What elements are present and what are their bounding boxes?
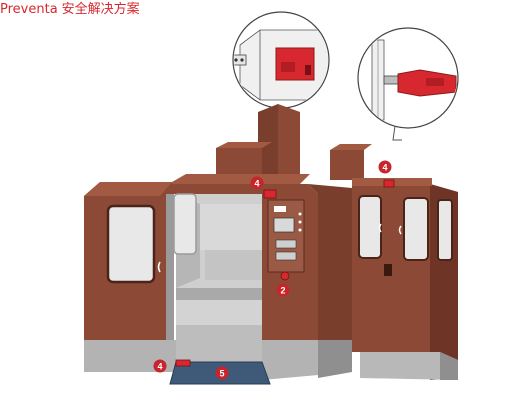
callout-emergency-stop: 2 <box>276 283 290 297</box>
title-subtitle: 安全解决方案 <box>61 2 140 17</box>
right-machine <box>352 178 458 380</box>
brand-name: Preventa <box>0 2 58 17</box>
callout-safety-mat: 5 <box>215 366 229 380</box>
callout-right-door-interlock: 4 <box>378 160 392 174</box>
callout-upper-door-interlock: 4 <box>250 176 264 190</box>
callout-number: 4 <box>157 362 162 372</box>
callout-number: 4 <box>254 179 259 189</box>
detail-inset-upper-interlock <box>232 11 330 109</box>
machine-tower <box>216 104 372 190</box>
callout-number: 2 <box>280 286 285 296</box>
callout-number: 5 <box>219 369 224 379</box>
callout-number: 4 <box>382 163 387 173</box>
main-machine <box>84 174 352 385</box>
callout-lower-door-interlock: 4 <box>153 359 167 373</box>
detail-inset-right-interlock <box>357 27 459 129</box>
